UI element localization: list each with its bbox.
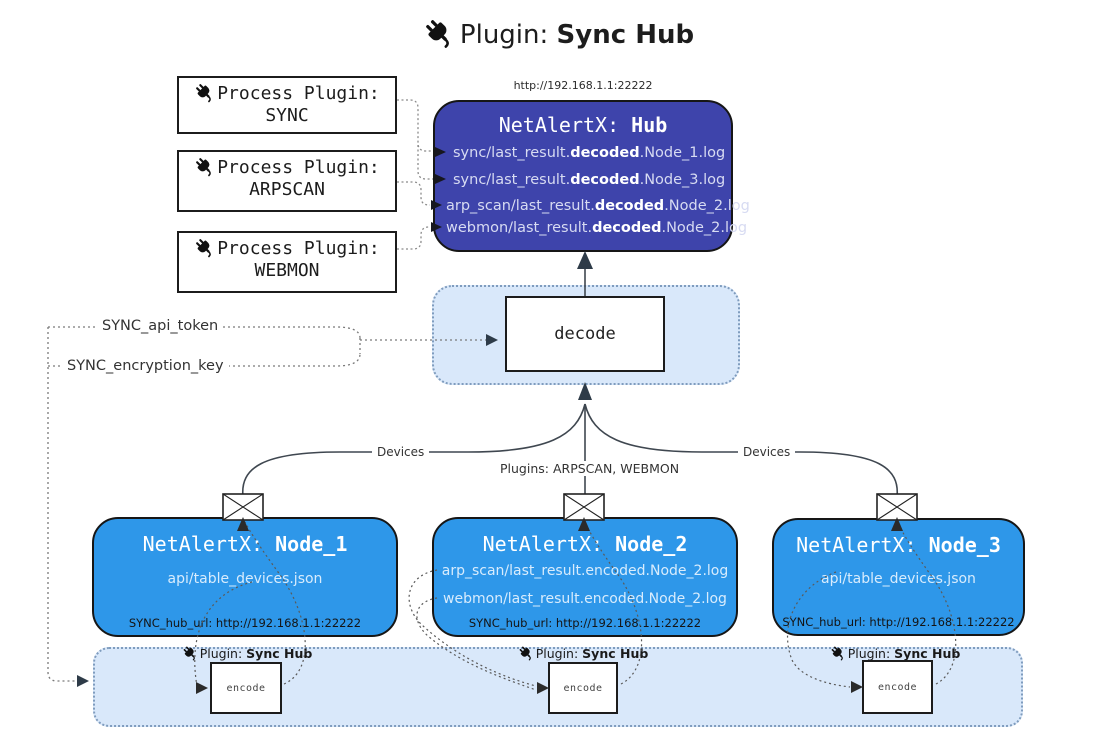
sync-encryption-key-label: SYNC_encryption_key <box>62 358 229 374</box>
envelope-icon <box>876 493 918 521</box>
plug-icon <box>194 237 215 258</box>
plug-icon <box>182 645 198 661</box>
plug-icon <box>194 156 215 177</box>
process-plugin-box-arpscan: Process Plugin: ARPSCAN <box>177 150 397 212</box>
encode-panel-in-arrowhead <box>77 675 89 687</box>
node-file-line: api/table_devices.json <box>821 571 976 587</box>
hub-log-line: sync/last_result.decoded.Node_3.log <box>453 172 726 188</box>
hub-box: NetAlertX: Hub sync/last_result.decoded.… <box>433 100 750 252</box>
node-hub-url: SYNC_hub_url: http://192.168.1.1:22222 <box>782 615 1015 629</box>
page-title-prefix: Plugin: <box>459 20 549 50</box>
plugin-to-hub-connectors <box>397 99 433 250</box>
node-file-line: webmon/last_result.encoded.Node_2.log <box>443 591 727 607</box>
devices-edge-label-left: Devices <box>372 445 430 459</box>
node-title: NetAlertX: Node_2 <box>482 532 688 556</box>
plugins-edge-label: Plugins: ARPSCAN, WEBMON <box>495 461 685 476</box>
node-box-node2: NetAlertX: Node_2 arp_scan/last_result.e… <box>432 517 738 637</box>
node-title: NetAlertX: Node_1 <box>142 532 348 556</box>
plug-icon <box>830 645 846 661</box>
hub-log-line: sync/last_result.decoded.Node_1.log <box>453 145 726 161</box>
node-file-line: api/table_devices.json <box>167 571 323 587</box>
process-plugin-box-webmon: Process Plugin: WEBMON <box>177 231 397 293</box>
encode-plugin-label: Plugin: Sync Hub <box>795 646 995 661</box>
node-file-line: arp_scan/last_result.encoded.Node_2.log <box>441 563 729 579</box>
encode-box-node3: encode <box>862 660 933 714</box>
page-title: Plugin: Sync Hub <box>0 17 1117 50</box>
plug-icon <box>194 82 215 103</box>
encode-box-node2: encode <box>548 662 618 714</box>
node-title: NetAlertX: Node_3 <box>796 533 1001 557</box>
hub-in-arrowhead <box>577 251 593 269</box>
page-title-bold: Sync Hub <box>556 20 695 50</box>
node-box-node1: NetAlertX: Node_1 api/table_devices.json… <box>92 517 398 637</box>
encode-box-node1: encode <box>210 662 282 714</box>
node-hub-url: SYNC_hub_url: http://192.168.1.1:22222 <box>128 616 362 630</box>
hub-url-label: http://192.168.1.1:22222 <box>513 79 653 92</box>
process-plugin-box-sync: Process Plugin: SYNC <box>177 76 397 134</box>
hub-log-line: arp_scan/last_result.decoded.Node_2.log <box>446 198 750 214</box>
plug-icon <box>518 645 534 661</box>
plug-icon <box>423 17 455 49</box>
encode-plugin-label: Plugin: Sync Hub <box>483 646 683 661</box>
encode-plugin-label: Plugin: Sync Hub <box>147 646 347 661</box>
hub-log-line: webmon/last_result.decoded.Node_2.log <box>446 220 748 236</box>
hub-title: NetAlertX: Hub <box>498 113 668 137</box>
node-hub-url: SYNC_hub_url: http://192.168.1.1:22222 <box>468 616 702 630</box>
decode-box: decode <box>505 296 665 372</box>
node-box-node3: NetAlertX: Node_3 api/table_devices.json… <box>772 518 1025 636</box>
devices-edge-label-right: Devices <box>738 445 796 459</box>
sync-api-token-label: SYNC_api_token <box>97 318 224 334</box>
